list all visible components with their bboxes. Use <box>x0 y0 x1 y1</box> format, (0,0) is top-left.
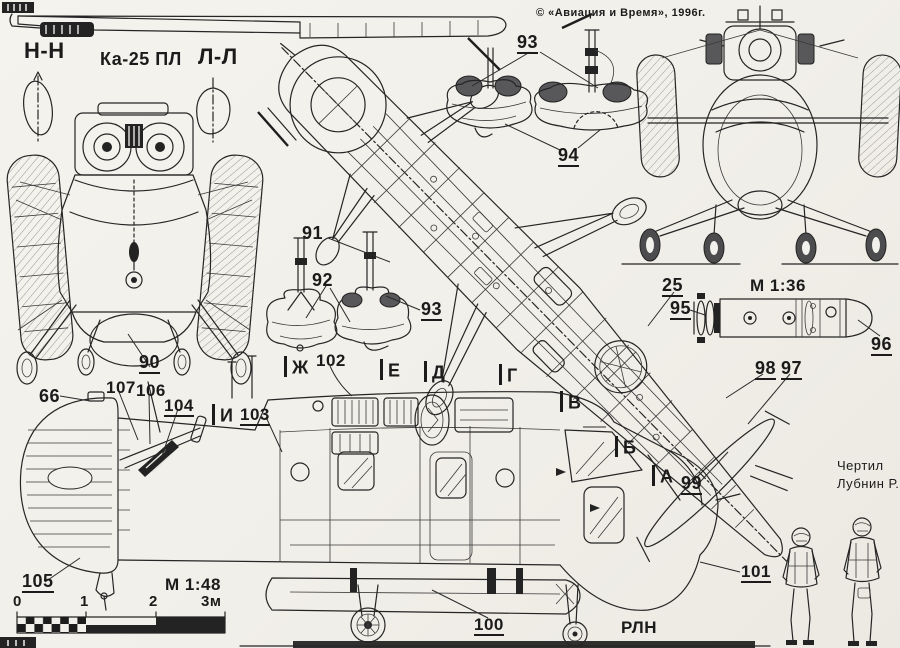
pilot-left <box>783 528 819 645</box>
station-a-text: А <box>660 466 674 487</box>
station-d: Д <box>424 361 445 382</box>
station-b-text: Б <box>623 437 637 458</box>
part-96: 96 <box>871 335 893 357</box>
blade-section-ll: Л-Л <box>198 44 238 69</box>
station-zh: Ж <box>284 356 309 377</box>
rear-view-drawing <box>622 6 900 264</box>
station-b: Б <box>615 436 636 457</box>
pilot-right <box>844 518 881 646</box>
torpedo-drawing <box>694 293 872 343</box>
part-97: 97 <box>781 359 803 381</box>
station-zh-text: Ж <box>292 357 309 378</box>
station-e: Е <box>380 359 401 380</box>
part-95: 95 <box>670 299 692 321</box>
ruler-tick-2: 2 <box>149 593 158 610</box>
pilot-figures-drawing <box>783 518 881 646</box>
part-91: 91 <box>302 223 324 243</box>
ruler-tick-1: 1 <box>80 593 89 610</box>
station-tick-mark <box>499 364 502 385</box>
station-i-text: И <box>220 405 234 426</box>
callout-rln: РЛН <box>621 618 657 637</box>
rotor-blade-drawing <box>10 14 506 38</box>
scale-1-36: М 1:36 <box>750 276 806 295</box>
leader-lines <box>45 52 880 618</box>
ruler-tick-3m: 3м <box>201 593 222 610</box>
part-107: 107 <box>106 378 136 397</box>
plan-view-drawing <box>169 0 896 648</box>
part-106: 106 <box>136 381 166 400</box>
scale-bar <box>17 612 225 633</box>
station-a: А <box>652 465 674 486</box>
part-103: 103 <box>240 406 270 427</box>
part-93-top: 93 <box>517 33 539 55</box>
part-93-mid: 93 <box>421 300 443 322</box>
part-102: 102 <box>316 351 346 370</box>
part-66: 66 <box>39 386 61 406</box>
float-detail-top-drawing <box>447 14 648 137</box>
station-tick-mark <box>380 359 383 380</box>
blade-section-nn: Н-Н <box>24 38 65 63</box>
station-tick-mark <box>284 356 287 377</box>
side-view-drawing <box>20 356 770 646</box>
station-e-text: Е <box>388 360 401 381</box>
part-101: 101 <box>741 563 771 584</box>
part-92: 92 <box>312 270 334 290</box>
station-tick-mark <box>212 404 215 425</box>
station-g-text: Г <box>507 365 518 386</box>
part-90: 90 <box>139 353 161 375</box>
station-tick-mark <box>652 465 655 486</box>
station-tick-mark <box>560 391 563 412</box>
scale-1-48: М 1:48 <box>165 575 221 594</box>
float-detail-small-drawing <box>267 232 411 351</box>
station-d-text: Д <box>432 362 446 383</box>
station-tick-mark <box>424 361 427 382</box>
part-98: 98 <box>755 359 777 381</box>
station-v: В <box>560 391 582 412</box>
part-94: 94 <box>558 146 580 168</box>
scan-artifacts <box>0 2 755 648</box>
credit-line-1: Чертил <box>837 458 884 473</box>
part-104: 104 <box>164 397 194 418</box>
ruler-tick-0: 0 <box>13 593 22 610</box>
station-v-text: В <box>568 392 582 413</box>
front-view-drawing <box>5 103 296 384</box>
station-i: И <box>212 404 233 425</box>
part-99: 99 <box>681 474 703 496</box>
part-100: 100 <box>474 616 504 637</box>
part-105: 105 <box>22 572 54 594</box>
station-tick-mark <box>615 436 618 457</box>
title-ka25pl: Ка-25 ПЛ <box>100 49 182 69</box>
part-25: 25 <box>662 276 684 298</box>
blade-section-drawings <box>20 72 230 142</box>
copyright: © «Авиация и Время», 1996г. <box>536 7 706 19</box>
credit-line-2: Лубнин Р. <box>837 476 900 491</box>
station-g: Г <box>499 364 518 385</box>
